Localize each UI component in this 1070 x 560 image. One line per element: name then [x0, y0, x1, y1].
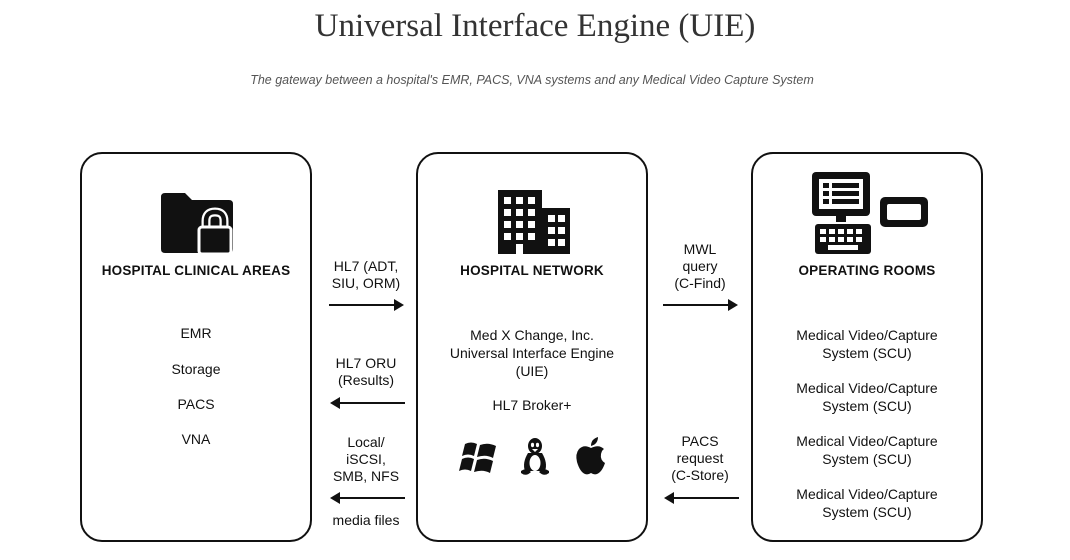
windows-icon [459, 442, 496, 473]
capture-system-role: System (SCU) [822, 398, 912, 414]
list-item-emr: EMR [180, 325, 212, 341]
hospital-clinical-areas-heading: HOSPITAL CLINICAL AREAS [101, 263, 291, 278]
capture-system-role: System (SCU) [822, 345, 912, 361]
connector-label-line: SMB, NFS [332, 468, 400, 484]
connector-label-line: (C-Store) [671, 467, 729, 483]
capture-system-name: Medical Video/Capture [796, 380, 938, 396]
operating-rooms-box: OPERATING ROOMS Medical Video/Capture Sy… [751, 152, 983, 542]
arrow-left [330, 492, 405, 504]
page-title: Universal Interface Engine (UIE) [314, 8, 756, 44]
vendor-name: Med X Change, Inc. [470, 327, 594, 343]
connector-label-storage: Local/ iSCSI, SMB, NFS [321, 434, 411, 485]
arrow-right [329, 299, 404, 311]
list-item-capture-system: Medical Video/Capture System (SCU) [753, 432, 981, 468]
building-icon [498, 190, 570, 254]
connector-label-line: (Results) [337, 372, 394, 388]
capture-system-role: System (SCU) [822, 451, 912, 467]
connector-label-line: PACS [681, 433, 719, 449]
connector-label-hl7-oru: HL7 ORU (Results) [321, 355, 411, 389]
connector-label-line: Local/ [347, 434, 385, 450]
list-item-capture-system: Medical Video/Capture System (SCU) [753, 379, 981, 415]
connector-label-line: HL7 (ADT, [333, 258, 399, 274]
arrow-left [330, 397, 405, 409]
capture-system-name: Medical Video/Capture [796, 433, 938, 449]
connector-label-mwl: MWL query (C-Find) [655, 241, 745, 292]
operating-rooms-heading: OPERATING ROOMS [798, 263, 936, 278]
apple-icon [576, 437, 605, 475]
workstation-monitor-icon [812, 172, 928, 254]
page-subtitle: The gateway between a hospital's EMR, PA… [250, 73, 814, 87]
arrow-right [663, 299, 738, 311]
connector-label-media-files: media files [332, 512, 400, 528]
broker-label: HL7 Broker+ [492, 397, 572, 413]
linux-icon [521, 438, 549, 475]
folder-lock-icon [161, 193, 233, 255]
connector-label-line: HL7 ORU [335, 355, 397, 371]
capture-system-role: System (SCU) [822, 504, 912, 520]
connector-label-line: SIU, ORM) [331, 275, 401, 291]
list-item-storage: Storage [171, 361, 221, 377]
list-item-vna: VNA [181, 431, 211, 447]
connector-label-line: query [682, 258, 718, 274]
connector-label-line: (C-Find) [674, 275, 726, 291]
list-item-pacs: PACS [177, 396, 215, 412]
list-item-capture-system: Medical Video/Capture System (SCU) [753, 485, 981, 521]
list-item-capture-system: Medical Video/Capture System (SCU) [753, 326, 981, 362]
product-name: Universal Interface Engine [449, 345, 615, 361]
connector-label-pacs: PACS request (C-Store) [655, 433, 745, 484]
product-abbreviation: (UIE) [515, 363, 549, 379]
connector-label-line: request [676, 450, 724, 466]
hospital-network-heading: HOSPITAL NETWORK [460, 263, 604, 278]
arrow-left [664, 492, 739, 504]
connector-label-line: iSCSI, [346, 451, 386, 467]
capture-system-name: Medical Video/Capture [796, 486, 938, 502]
hospital-network-box: HOSPITAL NETWORK Med X Change, Inc. Univ… [416, 152, 648, 542]
connector-label-hl7-adt: HL7 (ADT, SIU, ORM) [321, 258, 411, 292]
connector-label-line: MWL [683, 241, 717, 257]
capture-system-name: Medical Video/Capture [796, 327, 938, 343]
hospital-clinical-areas-box: HOSPITAL CLINICAL AREAS EMR Storage PACS… [80, 152, 312, 542]
